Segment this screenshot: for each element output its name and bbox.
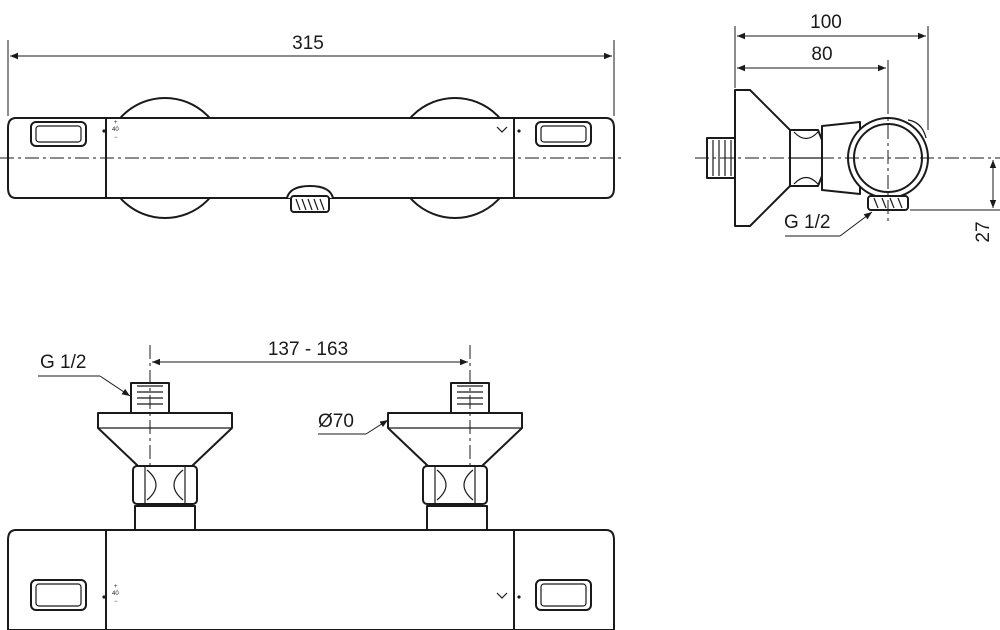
flow-knob-grip [535,121,592,147]
top-minus-marking: − [114,599,118,605]
inlet-spacing-label: 137 - 163 [268,339,348,360]
rosette-diameter-label: Ø70 [318,411,354,432]
right-inlet-assembly [387,382,523,539]
overall-length-label: 315 [292,33,324,54]
temp-stop-marking: 40 [112,127,119,133]
inlet-thread-label: G 1/2 [40,352,86,373]
top-view: + 40 − 137 - 163 G 1/2 Ø70 [7,339,615,630]
left-inlet-assembly [97,382,233,539]
top-plus-marking: + [114,584,118,590]
top-mixer-body [7,529,615,630]
side-view: 100 80 27 G 1/2 [695,12,1000,243]
depth-body-label: 80 [811,44,832,65]
plus-marking: + [114,120,118,126]
top-temp-stop-marking: 40 [112,591,119,597]
front-view: + 40 − 315 [0,33,625,219]
temperature-knob-grip [30,121,87,147]
depth-total-label: 100 [810,12,842,33]
minus-marking: − [114,135,118,141]
outlet-thread-label: G 1/2 [784,212,830,233]
outlet-offset-label: 27 [973,221,994,242]
